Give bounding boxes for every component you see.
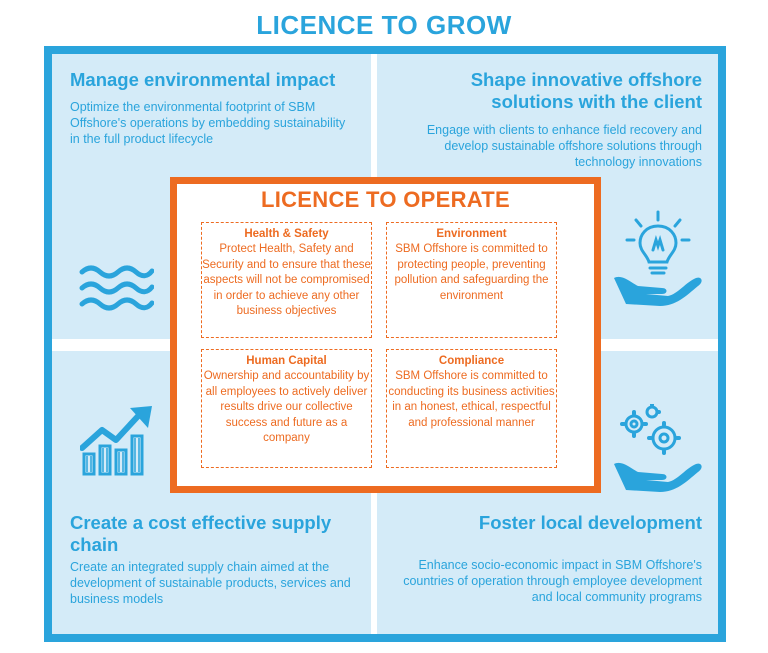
local-development-title: Foster local development [478, 512, 702, 533]
environment-title: Environment [436, 228, 507, 240]
gears-hand-icon [614, 404, 702, 492]
health-safety-box: Health & Safety Protect Health, Safety a… [201, 222, 372, 338]
compliance-box: Compliance SBM Offshore is committed to … [386, 349, 557, 468]
lightbulb-hand-icon [614, 210, 702, 306]
supply-chain-title: Create a cost effective supply chain [70, 512, 332, 555]
supply-chain-text: Create an integrated supply chain aimed … [70, 560, 351, 606]
human-capital-title: Human Capital [246, 355, 327, 367]
environment-box: Environment SBM Offshore is committed to… [386, 222, 557, 338]
compliance-title: Compliance [438, 355, 505, 367]
health-safety-text: Protect Health, Safety and Security and … [202, 243, 371, 317]
environmental-impact-text: Optimize the environmental footprint of … [70, 100, 346, 146]
human-capital-box: Human Capital Ownership and accountabili… [201, 349, 372, 468]
human-capital-text: Ownership and accountability by all empl… [203, 370, 370, 444]
compliance-text: SBM Offshore is committed to conducting … [388, 370, 555, 429]
offshore-solutions-title: Shape innovative offshore solutions with… [470, 69, 702, 112]
local-development-text: Enhance socio-economic impact in SBM Off… [403, 558, 702, 604]
licence-to-operate-title: LICENCE TO OPERATE [260, 187, 511, 212]
health-safety-title: Health & Safety [244, 228, 329, 240]
growth-chart-icon [80, 406, 152, 476]
main-title: LICENCE TO GROW [256, 10, 512, 40]
environmental-impact-title: Manage environmental impact [70, 69, 336, 90]
waves-icon [79, 265, 154, 311]
offshore-solutions-text: Engage with clients to enhance field rec… [426, 123, 702, 169]
environment-text: SBM Offshore is committed to protecting … [394, 243, 549, 302]
